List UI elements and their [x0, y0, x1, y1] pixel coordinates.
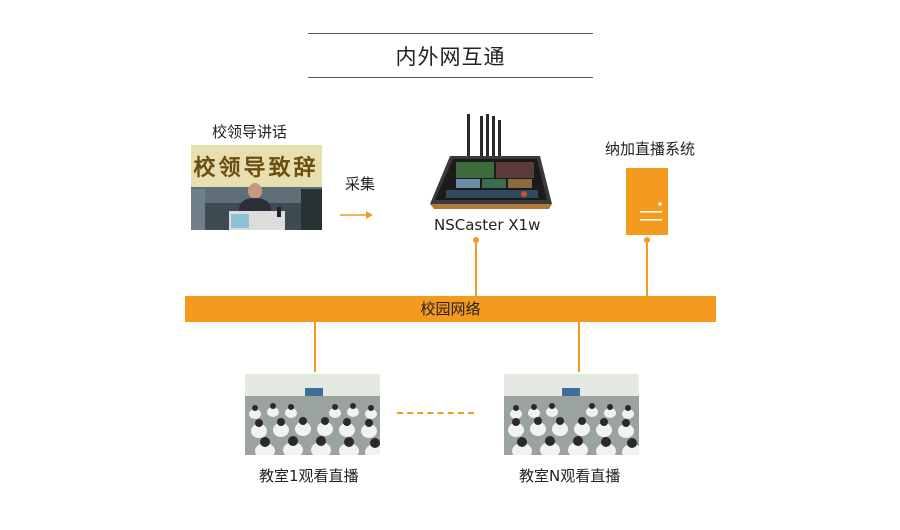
encoder-connector-line — [475, 240, 477, 296]
classroom-n-connector-line — [578, 322, 580, 372]
classroom-1-photo — [245, 374, 380, 455]
server-connector-line — [646, 240, 648, 296]
nscaster-label: NSCaster X1w — [434, 216, 541, 234]
capture-arrow — [340, 205, 374, 224]
campus-network-label: 校园网络 — [420, 300, 481, 318]
campus-network-bus: 校园网络 — [185, 296, 716, 322]
classroom-1-connector-line — [314, 322, 316, 372]
server-icon — [626, 168, 668, 235]
leader-speech-photo: 校领导致辞 — [191, 145, 322, 230]
diagram-title: 内外网互通 — [395, 45, 506, 69]
classroom-ellipsis-dashes — [397, 412, 474, 416]
server-label: 纳加直播系统 — [605, 140, 696, 158]
leader-speech-label: 校领导讲话 — [212, 123, 288, 141]
title-top-rule — [308, 33, 593, 34]
leader-banner-text: 校领导致辞 — [193, 155, 318, 181]
title-bottom-rule — [308, 77, 593, 78]
nscaster-device-image — [428, 112, 553, 216]
classroom-n-label: 教室N观看直播 — [519, 467, 621, 485]
classroom-1-label: 教室1观看直播 — [259, 467, 359, 485]
classroom-n-photo — [504, 374, 639, 455]
capture-label: 采集 — [345, 175, 376, 193]
